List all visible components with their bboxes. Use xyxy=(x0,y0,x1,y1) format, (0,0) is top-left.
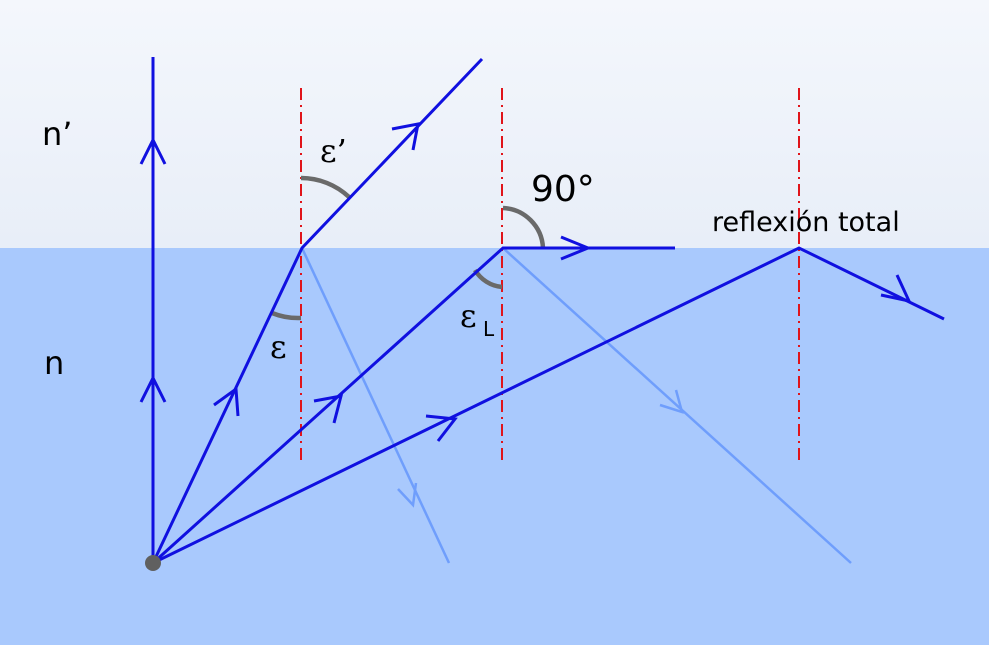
right-angle-arc xyxy=(502,205,546,249)
upper-medium-label: n’ xyxy=(42,115,72,153)
total-reflection-label: reflexión total xyxy=(712,207,900,238)
normal-lines xyxy=(300,88,800,462)
normal-incidence-ray-arrow-1 xyxy=(139,374,167,403)
critical-angle-label: ε xyxy=(460,297,477,335)
reflected-ray-2 xyxy=(502,247,852,564)
reflected-rays xyxy=(300,247,852,564)
total-reflection-ray-arrow-1 xyxy=(425,414,458,442)
refracted-ray-arrow-1 xyxy=(213,386,240,417)
lower-medium-label: n xyxy=(44,344,64,382)
normal-incidence-ray-arrow-2 xyxy=(139,136,167,165)
reflected-ray-2-arrow xyxy=(659,389,684,414)
critical-angle-ray-arrow-2 xyxy=(560,235,592,261)
refracted-ray-arrow-2 xyxy=(391,122,420,151)
critical-angle-ray-arrow-1 xyxy=(313,394,344,424)
upper-medium xyxy=(0,0,989,248)
critical-angle-ray xyxy=(151,246,675,565)
rays xyxy=(139,57,945,565)
refraction-angle-arc xyxy=(300,175,351,199)
light-source-point xyxy=(145,555,161,571)
total-reflection-ray-arrow-2 xyxy=(880,274,912,304)
critical-angle-subscript: L xyxy=(483,317,495,341)
reflected-ray-1 xyxy=(300,247,451,564)
total-reflection-ray xyxy=(152,246,945,565)
incidence-angle-label: ε xyxy=(270,328,287,366)
right-angle-label: 90° xyxy=(531,169,595,210)
refracted-ray xyxy=(151,57,484,564)
lower-medium xyxy=(0,248,989,645)
incidence-angle-arc xyxy=(271,310,302,321)
refraction-angle-label: ε’ xyxy=(320,132,347,170)
reflected-ray-1-arrow xyxy=(397,482,418,508)
